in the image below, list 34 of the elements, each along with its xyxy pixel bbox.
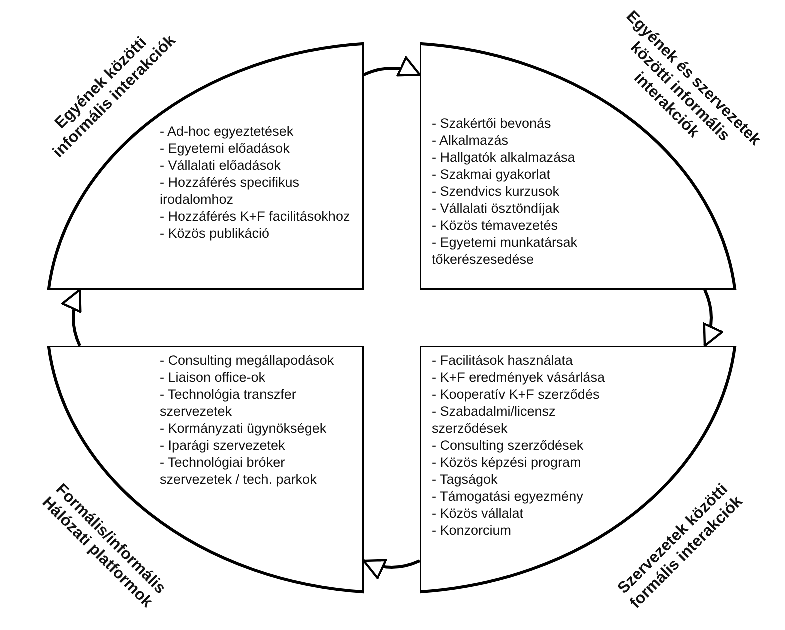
curved-arrow — [363, 57, 422, 78]
curved-arrow — [702, 289, 723, 348]
list-item: - Facilitások használata — [432, 352, 574, 369]
list-item: - Támogatási egyezmény — [432, 488, 584, 505]
list-item: - Szabadalmi/licensz szerződések — [432, 403, 557, 437]
list-item: - Hozzáférés K+F facilitásokhoz — [160, 208, 352, 225]
list-item: - Szendvics kurzusok — [432, 183, 561, 200]
list-item: - Egyetemi munkatársak tőkerészesedése — [432, 234, 579, 268]
list-item: - Szakértői bevonás — [432, 115, 552, 132]
list-item: - Szakmai gyakorlat — [432, 166, 552, 183]
curved-arrow — [362, 558, 421, 579]
list-item: - Technológia transzfer szervezetek — [160, 386, 298, 420]
list-item: - Vállalati előadások — [160, 157, 282, 174]
list-item: - K+F eredmények vásárlása — [432, 369, 606, 386]
list-item: - Consulting szerződések — [432, 437, 585, 454]
list-item: - Egyetemi előadások — [160, 140, 291, 157]
list-item: - Vállalati ösztöndíjak — [432, 200, 561, 217]
list-item: - Technológiai bróker szervezetek / tech. parkok — [160, 454, 318, 487]
list-item: - Alkalmazás — [432, 132, 510, 149]
list-item: - Kormányzati ügynökségek — [160, 420, 328, 437]
list-item: - Hozzáférés specifikus irodalomhoz — [160, 174, 301, 208]
list-item: - Ad-hoc egyeztetések — [160, 123, 295, 140]
list-item: - Consulting megállapodások — [160, 352, 336, 369]
list-item: - Tagságok — [432, 471, 499, 488]
list-item: - Kooperatív K+F szerződés — [432, 386, 601, 403]
list-item: - Iparági szervezetek — [160, 437, 286, 454]
list-item: - Közös vállalat — [432, 505, 525, 522]
list-item: - Közös témavezetés — [432, 217, 560, 234]
list-item: - Közös publikáció — [160, 225, 271, 242]
list-item: - Liaison office-ok — [160, 369, 267, 386]
list-item: - Közös képzési program — [432, 454, 582, 471]
list-item: - Konzorcium — [432, 522, 513, 539]
curved-arrow — [62, 288, 82, 347]
list-item: - Hallgatók alkalmazása — [432, 149, 576, 166]
